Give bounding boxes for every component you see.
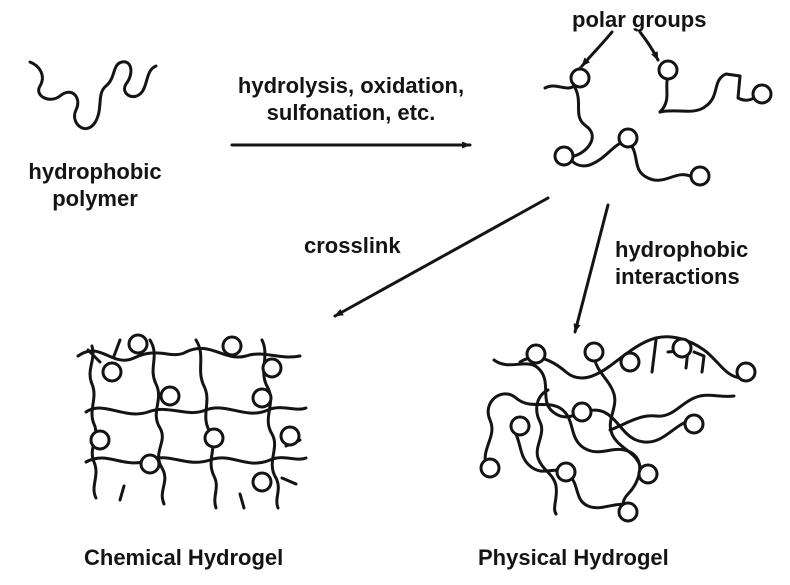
reaction-label-line-2: sulfonation, etc. — [266, 100, 436, 125]
crosslink-label: crosslink — [304, 233, 401, 258]
hydrophobic-interactions-label: hydrophobic interactions — [615, 236, 748, 290]
physical-hydrogel-polar-groups — [479, 337, 757, 523]
physical-hydrogel-label: Physical Hydrogel — [478, 545, 669, 570]
chemical-hydrogel-label: Chemical Hydrogel — [84, 545, 284, 570]
polar-groups-label: polar groups — [572, 7, 707, 32]
crosslink-arrow — [333, 196, 550, 318]
reaction-label-line-1: hydrolysis, oxidation, — [237, 73, 465, 98]
polar-group-arrow-left — [580, 30, 614, 68]
hydrophobic-interactions-label-line-1: hydrophobic — [615, 237, 749, 262]
chemical-hydrogel-polar-groups — [89, 333, 301, 493]
hydrophobic-polymer-label-line-2: polymer — [52, 186, 138, 211]
polar-groups-top — [553, 59, 773, 187]
hydrophobic-polymer-label-line-1: hydrophobic — [28, 159, 162, 184]
hydrophobic-polymer-chain — [28, 60, 158, 131]
hydrophobic-interactions-label-line-2: interactions — [615, 264, 740, 289]
hydrophobic-polymer-label: hydrophobic polymer — [10, 158, 180, 212]
reaction-label: hydrolysis, oxidation, sulfonation, etc. — [196, 72, 506, 126]
polar-group-arrow-right — [638, 30, 660, 62]
hydrophobic-interactions-arrow — [573, 203, 610, 334]
